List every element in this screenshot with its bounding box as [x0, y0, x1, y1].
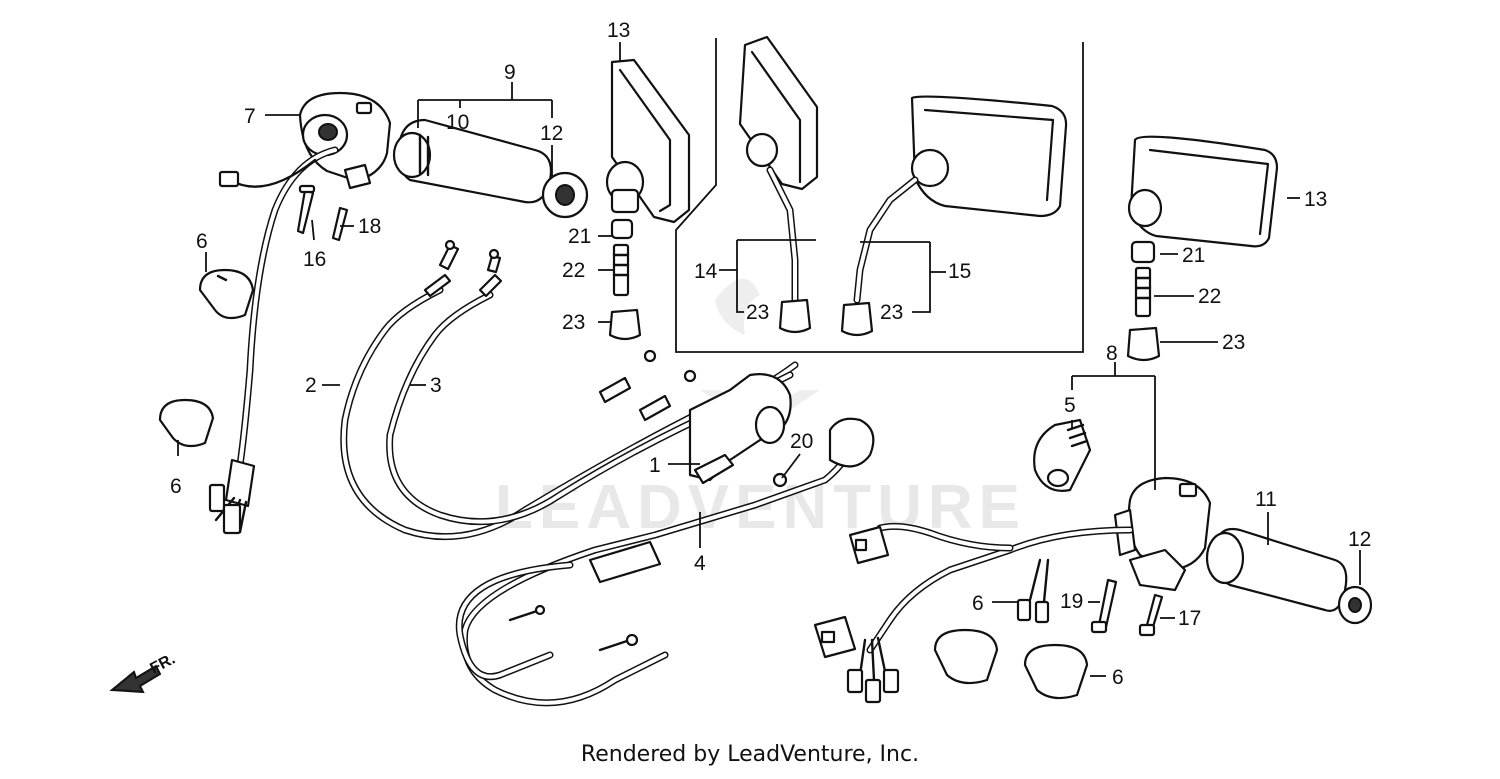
- callout-16[interactable]: 16: [303, 248, 326, 271]
- grip-11[interactable]: [1205, 527, 1348, 612]
- bolt-22-right[interactable]: [1134, 266, 1152, 318]
- screw-17[interactable]: [1138, 593, 1164, 637]
- callout-23-left[interactable]: 23: [562, 311, 585, 334]
- left-switch-housing[interactable]: [298, 91, 392, 190]
- callout-14[interactable]: 14: [694, 260, 718, 283]
- mirror-13-right[interactable]: [1127, 135, 1279, 248]
- band-6-upper-left[interactable]: [198, 268, 255, 320]
- footer-credit: Rendered by LeadVenture, Inc.: [580, 742, 920, 767]
- adapter-21-left[interactable]: [610, 218, 634, 240]
- screw-19[interactable]: [1090, 578, 1118, 634]
- callout-15[interactable]: 15: [948, 260, 971, 283]
- screw-16[interactable]: [296, 184, 316, 235]
- front-direction-arrow: FR.: [109, 651, 178, 694]
- screw-18[interactable]: [331, 206, 349, 242]
- bolt-22-left[interactable]: [612, 243, 630, 297]
- right-switch-housing[interactable]: [1113, 476, 1212, 592]
- grip-end-12-left[interactable]: [541, 171, 589, 219]
- band-6-right-b[interactable]: [1023, 643, 1089, 700]
- callout-6-harness[interactable]: 6: [972, 592, 984, 615]
- callout-22-right[interactable]: 22: [1198, 285, 1221, 308]
- callout-6-lower-left[interactable]: 6: [170, 475, 182, 498]
- nut-23-box-left[interactable]: [778, 298, 812, 334]
- callout-17[interactable]: 17: [1178, 607, 1201, 630]
- grip-end-12-right[interactable]: [1337, 585, 1373, 625]
- switch-lever-5[interactable]: [1033, 418, 1092, 492]
- adapter-21-right[interactable]: [1130, 240, 1156, 264]
- callout-6-lower-right[interactable]: 6: [1112, 666, 1124, 689]
- mirror-box-outline: [675, 38, 1084, 353]
- callout-23-box-right[interactable]: 23: [880, 301, 903, 324]
- cable-4[interactable]: [455, 417, 875, 707]
- mirror-13-left[interactable]: [605, 58, 691, 224]
- nut-23-box-right[interactable]: [840, 301, 874, 337]
- band-6-right-a[interactable]: [933, 628, 999, 685]
- callout-20[interactable]: 20: [790, 430, 813, 453]
- callout-19[interactable]: 19: [1060, 590, 1083, 613]
- callout-23-box-left[interactable]: 23: [746, 301, 769, 324]
- callout-21-left[interactable]: 21: [568, 225, 591, 248]
- leader-lines: [177, 42, 1361, 677]
- callout-12-right[interactable]: 12: [1348, 528, 1371, 551]
- callout-6-upper-left[interactable]: 6: [196, 230, 208, 253]
- callout-12-left[interactable]: 12: [540, 122, 563, 145]
- callout-23-right[interactable]: 23: [1222, 331, 1245, 354]
- callout-18[interactable]: 18: [358, 215, 381, 238]
- callout-13-left[interactable]: 13: [607, 19, 630, 42]
- callout-1[interactable]: 1: [649, 454, 661, 477]
- mirror-15[interactable]: [853, 95, 1068, 304]
- callout-2[interactable]: 2: [305, 374, 317, 397]
- callout-11[interactable]: 11: [1255, 488, 1277, 511]
- callout-13-right[interactable]: 13: [1304, 188, 1327, 211]
- band-6-lower-left[interactable]: [158, 398, 215, 448]
- parts-diagram: LEADVENTURE: [109, 19, 1373, 707]
- callout-numbers: 1 2 3 4 5 6 6 6 6 7 8 9 10 11 12 12 13 1…: [170, 19, 1371, 689]
- callout-4[interactable]: 4: [694, 552, 706, 575]
- nut-23-left[interactable]: [608, 308, 642, 341]
- throttle-grip-10[interactable]: [392, 118, 553, 204]
- mirror-14[interactable]: [738, 35, 819, 304]
- cable-2[interactable]: [340, 239, 799, 541]
- callout-5[interactable]: 5: [1064, 394, 1076, 417]
- callout-9[interactable]: 9: [504, 61, 516, 84]
- callout-10[interactable]: 10: [446, 111, 469, 134]
- lever-bracket-1[interactable]: [688, 373, 792, 485]
- callout-22-left[interactable]: 22: [562, 259, 585, 282]
- callout-8[interactable]: 8: [1106, 342, 1118, 365]
- callout-7[interactable]: 7: [244, 105, 256, 128]
- left-switch-harness: [208, 146, 339, 535]
- callout-21-right[interactable]: 21: [1182, 244, 1205, 267]
- callout-3[interactable]: 3: [430, 374, 442, 397]
- nut-23-right[interactable]: [1126, 326, 1161, 362]
- right-switch-harness: [813, 522, 1134, 704]
